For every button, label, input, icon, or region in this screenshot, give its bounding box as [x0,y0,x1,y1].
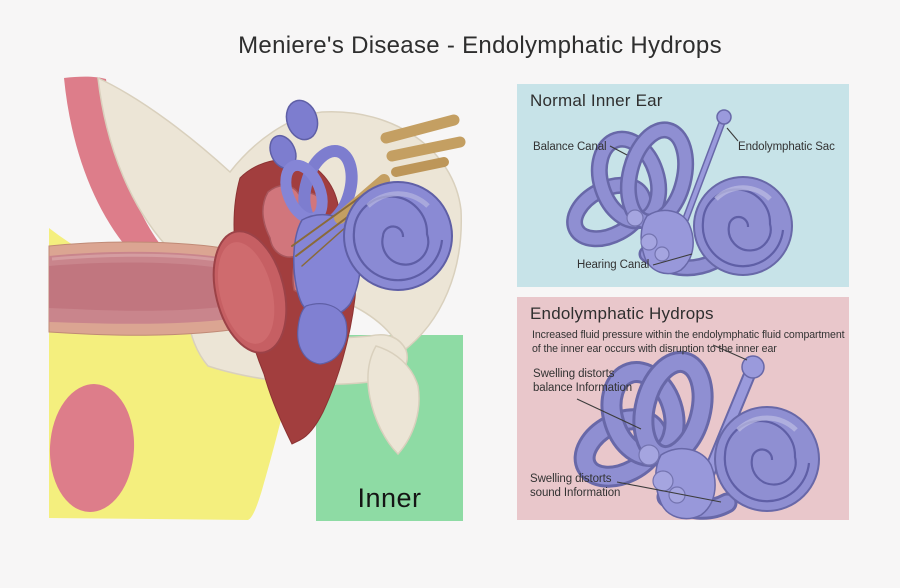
swelling-balance-leader [576,398,642,430]
endolymphatic-sac-label: Endolymphatic Sac [738,141,835,153]
cochlea [693,176,793,276]
bony-labyrinth [269,99,362,365]
normal-inner-ear-panel: Normal Inner Ear Balance Canal Endolymph… [517,84,849,287]
swollen-labyrinth [573,350,820,520]
swollen-sac-bulb [741,355,765,379]
normal-panel-heading: Normal Inner Ear [530,91,663,110]
hydrops-description: Increased fluid pressure within the endo… [532,329,845,355]
endolymphatic-sac-leader [726,127,739,142]
cochlea [343,181,453,291]
lobe-tissue-blob [49,384,135,512]
description-sac-leader [712,344,748,361]
balance-canal-leader [609,145,628,156]
leader-lines [609,127,739,266]
hydrops-panel-heading: Endolymphatic Hydrops [530,304,714,323]
hydrops-labyrinth-illustration [573,344,820,520]
swelling-sound-leader [616,481,722,503]
labyrinth [566,109,793,277]
endolymphatic-hydrops-panel: Endolymphatic Hydrops Increased fluid pr… [517,297,849,520]
swollen-vestibule [655,447,716,520]
balance-canal-label: Balance Canal [533,141,607,153]
page-title: Meniere's Disease - Endolymphatic Hydrop… [238,32,722,59]
leader-lines [576,344,748,503]
eardrum [212,230,288,354]
cartilage-strip [64,76,168,268]
normal-labyrinth-illustration [566,109,793,277]
endolymphatic-sac-bulb [716,109,732,125]
hearing-canal-label: Hearing Canal [577,259,650,271]
ear-cross-section-figure: Inner [40,60,480,530]
swelling-sound-label: Swelling distorts sound Information [530,473,621,500]
ear-anatomy-illustration [48,76,466,520]
ear-canal [48,241,251,336]
swollen-cochlea [714,406,820,512]
hearing-canal-leader [652,253,693,266]
inner-zone-label: Inner [357,483,422,513]
swelling-balance-label: Swelling distorts balance Information [533,368,633,395]
